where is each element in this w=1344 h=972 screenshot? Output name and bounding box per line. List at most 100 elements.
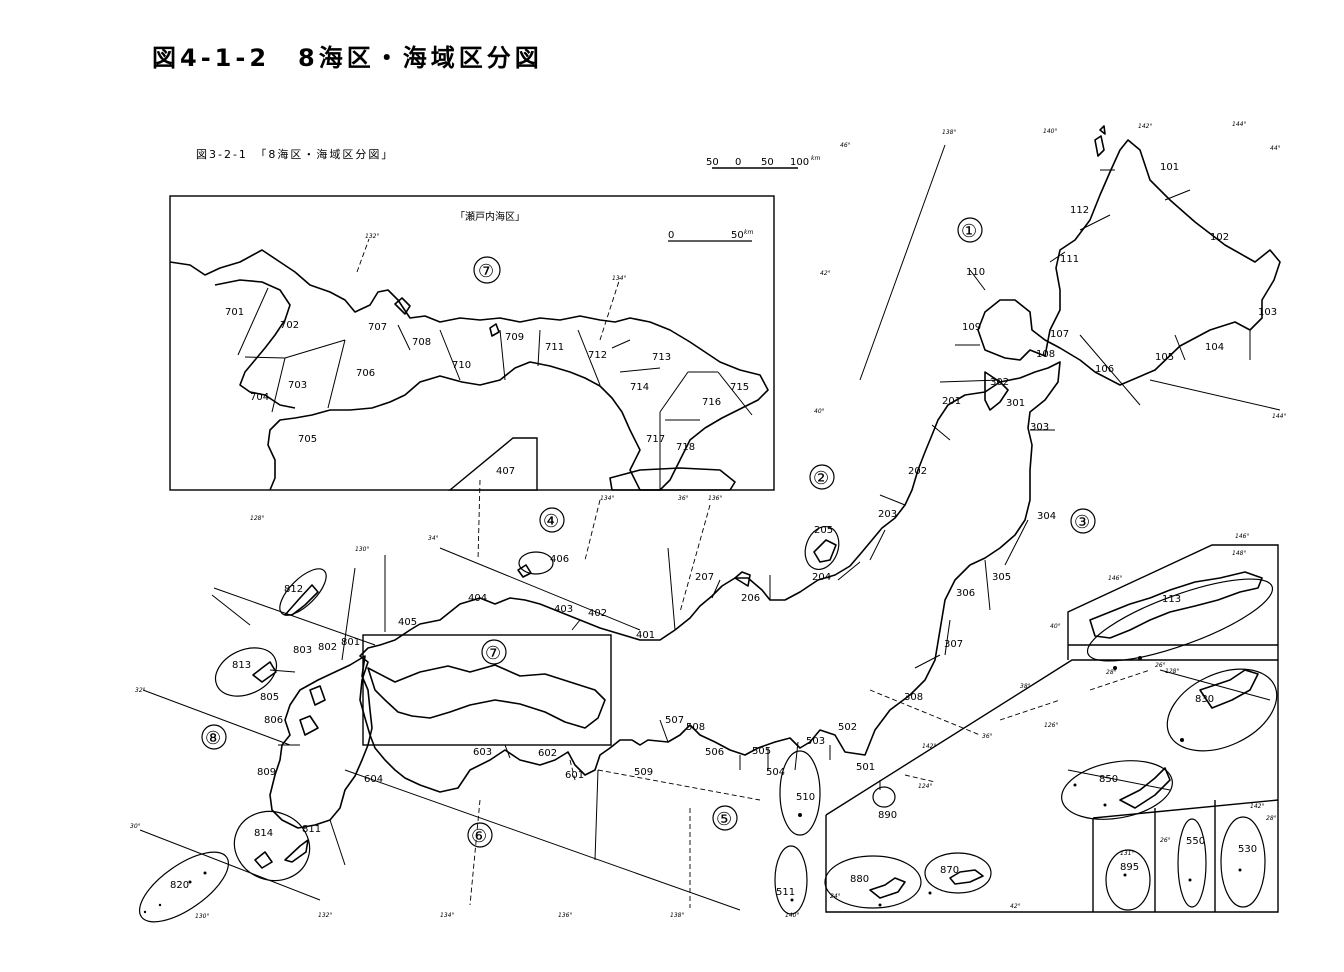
svg-text:404: 404 xyxy=(468,593,487,604)
svg-text:204: 204 xyxy=(812,572,831,583)
svg-text:880: 880 xyxy=(850,874,869,885)
zone-circle-5: ⑤ xyxy=(716,809,732,830)
island-group-850 xyxy=(1061,760,1173,820)
svg-text:104: 104 xyxy=(1205,342,1224,353)
zone-circle-6: ⑥ xyxy=(471,826,487,847)
scale-tick-label: 0 xyxy=(735,157,741,168)
svg-text:715: 715 xyxy=(730,382,749,393)
svg-text:550: 550 xyxy=(1186,836,1205,847)
svg-text:511: 511 xyxy=(776,887,795,898)
svg-text:503: 503 xyxy=(806,736,825,747)
figure-subtitle: 図3-2-1 「8海区・海域区分図」 xyxy=(196,148,395,161)
svg-text:112: 112 xyxy=(1070,205,1089,216)
svg-text:34°: 34° xyxy=(428,535,439,542)
southern-islands-frame-outer xyxy=(825,544,1279,913)
svg-text:128°: 128° xyxy=(250,515,264,522)
svg-text:144°: 144° xyxy=(1272,413,1286,420)
svg-text:507: 507 xyxy=(665,715,684,726)
svg-text:44°: 44° xyxy=(1270,145,1281,152)
island-group-812 xyxy=(279,568,327,616)
setouchi-scale-bar: 0 50 km xyxy=(668,229,753,242)
svg-text:105: 105 xyxy=(1155,352,1174,363)
shikoku-detail-box xyxy=(362,634,612,746)
svg-text:705: 705 xyxy=(298,434,317,445)
graticule-lines xyxy=(139,479,1151,911)
svg-text:146°: 146° xyxy=(1235,533,1249,540)
svg-text:130°: 130° xyxy=(355,546,369,553)
honshu-outline xyxy=(359,361,1061,793)
svg-text:136°: 136° xyxy=(558,912,572,919)
svg-text:702: 702 xyxy=(280,320,299,331)
svg-text:502: 502 xyxy=(838,722,857,733)
kyushu-outline xyxy=(269,655,373,829)
svg-text:101: 101 xyxy=(1160,162,1179,173)
zone-circle-8: ⑧ xyxy=(205,728,221,749)
svg-text:303: 303 xyxy=(1030,422,1049,433)
svg-text:706: 706 xyxy=(356,368,375,379)
setouchi-inset-title: 「瀬戸内海区」 xyxy=(455,210,525,223)
svg-text:134°: 134° xyxy=(600,495,614,502)
main-scale-bar: 50 0 50 100 km xyxy=(706,155,820,169)
island-group-205 xyxy=(804,526,840,570)
svg-text:148°: 148° xyxy=(1232,550,1246,557)
svg-text:814: 814 xyxy=(254,828,273,839)
zone-circle-7-inset: ⑦ xyxy=(478,261,494,282)
svg-text:38°: 38° xyxy=(1020,683,1031,690)
svg-text:811: 811 xyxy=(302,824,321,835)
setouchi-inset-map xyxy=(169,249,769,491)
svg-text:46°: 46° xyxy=(840,142,851,149)
island-group-895 xyxy=(1105,849,1151,911)
svg-text:708: 708 xyxy=(412,337,431,348)
svg-text:134°: 134° xyxy=(440,912,454,919)
setouchi-inset-boundaries xyxy=(237,238,753,490)
svg-text:132°: 132° xyxy=(365,233,379,240)
area-code-labels: 101 102 103 104 105 106 107 108 109 110 … xyxy=(170,162,1277,898)
svg-text:26°: 26° xyxy=(1155,662,1166,669)
scale-tick-label: 100 xyxy=(790,157,809,168)
svg-text:307: 307 xyxy=(944,639,963,650)
svg-text:850: 850 xyxy=(1099,774,1118,785)
svg-text:712: 712 xyxy=(588,350,607,361)
island-group-510 xyxy=(779,750,821,836)
svg-text:146°: 146° xyxy=(1108,575,1122,582)
svg-text:890: 890 xyxy=(878,810,897,821)
svg-text:813: 813 xyxy=(232,660,251,671)
svg-text:870: 870 xyxy=(940,865,959,876)
svg-text:128°: 128° xyxy=(1165,668,1179,675)
svg-text:803: 803 xyxy=(293,645,312,656)
svg-text:718: 718 xyxy=(676,442,695,453)
zone-circle-7: ⑦ xyxy=(485,643,501,664)
svg-text:703: 703 xyxy=(288,380,307,391)
svg-text:403: 403 xyxy=(554,604,573,615)
svg-text:113: 113 xyxy=(1162,594,1181,605)
svg-text:110: 110 xyxy=(966,267,985,278)
svg-text:130°: 130° xyxy=(195,913,209,920)
svg-text:36°: 36° xyxy=(678,495,689,502)
svg-text:138°: 138° xyxy=(670,912,684,919)
svg-text:203: 203 xyxy=(878,509,897,520)
svg-text:714: 714 xyxy=(630,382,649,393)
hokkaido-outline xyxy=(977,125,1281,386)
svg-text:28°: 28° xyxy=(1106,669,1117,676)
svg-text:530: 530 xyxy=(1238,844,1257,855)
island-group-814 xyxy=(233,810,311,882)
svg-text:202: 202 xyxy=(908,466,927,477)
svg-text:103: 103 xyxy=(1258,307,1277,318)
island-group-870 xyxy=(924,852,992,894)
svg-text:50: 50 xyxy=(731,230,744,241)
svg-text:830: 830 xyxy=(1195,694,1214,705)
svg-text:509: 509 xyxy=(634,767,653,778)
svg-text:302: 302 xyxy=(990,377,1009,388)
svg-text:301: 301 xyxy=(1006,398,1025,409)
svg-text:132°: 132° xyxy=(318,912,332,919)
svg-text:510: 510 xyxy=(796,792,815,803)
svg-text:710: 710 xyxy=(452,360,471,371)
svg-text:305: 305 xyxy=(992,572,1011,583)
svg-text:42°: 42° xyxy=(1010,903,1021,910)
svg-text:207: 207 xyxy=(695,572,714,583)
svg-text:704: 704 xyxy=(250,392,269,403)
scale-unit-label: km xyxy=(811,155,820,162)
svg-text:603: 603 xyxy=(473,747,492,758)
svg-text:701: 701 xyxy=(225,307,244,318)
